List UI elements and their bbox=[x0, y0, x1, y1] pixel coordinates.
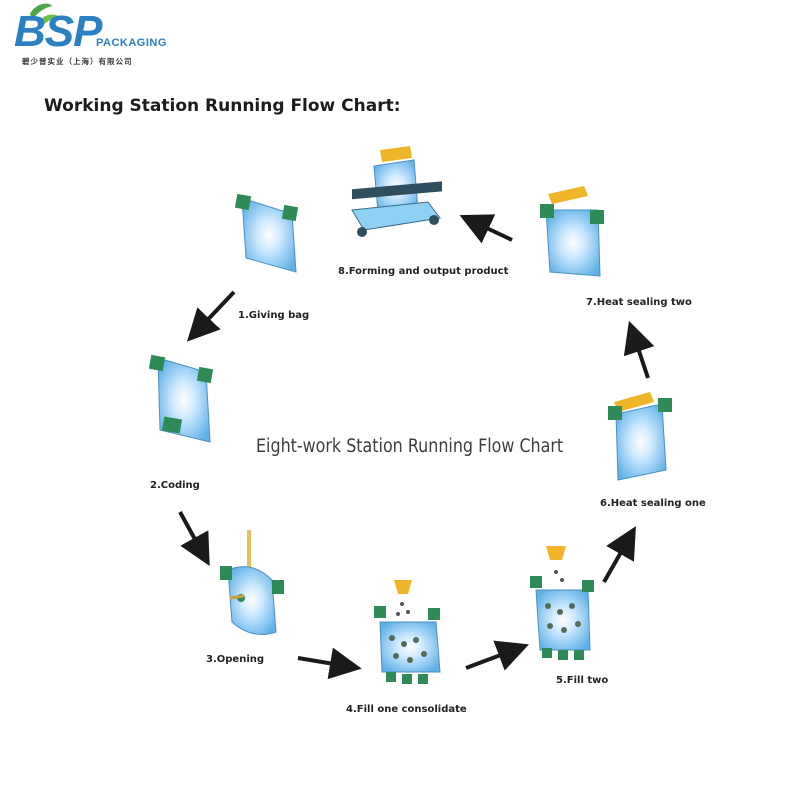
station-label-3: 3.Opening bbox=[206, 654, 265, 665]
arrow-6-to-7 bbox=[623, 320, 655, 379]
arrow-1-to-2 bbox=[186, 290, 236, 342]
station-6-sealing-icon bbox=[608, 392, 672, 481]
station-8-output-icon bbox=[351, 146, 442, 237]
station-3-opening-icon bbox=[220, 530, 284, 635]
logo-packaging-text: PACKAGING bbox=[96, 37, 167, 49]
station-label-2: 2.Coding bbox=[150, 480, 200, 491]
station-label-1: 1.Giving bag bbox=[238, 310, 310, 321]
arrow-7-to-8 bbox=[459, 214, 513, 244]
station-1-giving-bag-icon bbox=[234, 193, 299, 273]
station-5-filling-icon bbox=[530, 546, 594, 660]
diagram-center-title: Eight-work Station Running Flow Chart bbox=[256, 436, 564, 457]
station-4-filling-icon bbox=[374, 580, 441, 684]
station-label-4: 4.Fill one consolidate bbox=[346, 704, 467, 715]
company-logo: BSP PACKAGING 碧少普实业（上海）有限公司 bbox=[0, 0, 190, 70]
arrow-3-to-4 bbox=[297, 647, 362, 680]
station-2-coding-icon bbox=[148, 354, 214, 443]
logo-company-name: 碧少普实业（上海）有限公司 bbox=[22, 57, 133, 66]
station-label-5: 5.Fill two bbox=[556, 675, 609, 686]
leaf-icon bbox=[30, 3, 60, 26]
logo-mark: BSP bbox=[14, 7, 102, 56]
arrow-2-to-3 bbox=[178, 511, 210, 567]
station-label-7: 7.Heat sealing two bbox=[586, 297, 692, 308]
arrow-4-to-5 bbox=[465, 640, 529, 671]
station-label-6: 6.Heat sealing one bbox=[600, 498, 706, 509]
arrow-5-to-6 bbox=[602, 526, 636, 583]
page-title: Working Station Running Flow Chart: bbox=[44, 96, 401, 116]
station-7-sealing-icon bbox=[540, 186, 604, 277]
station-label-8: 8.Forming and output product bbox=[338, 266, 509, 277]
